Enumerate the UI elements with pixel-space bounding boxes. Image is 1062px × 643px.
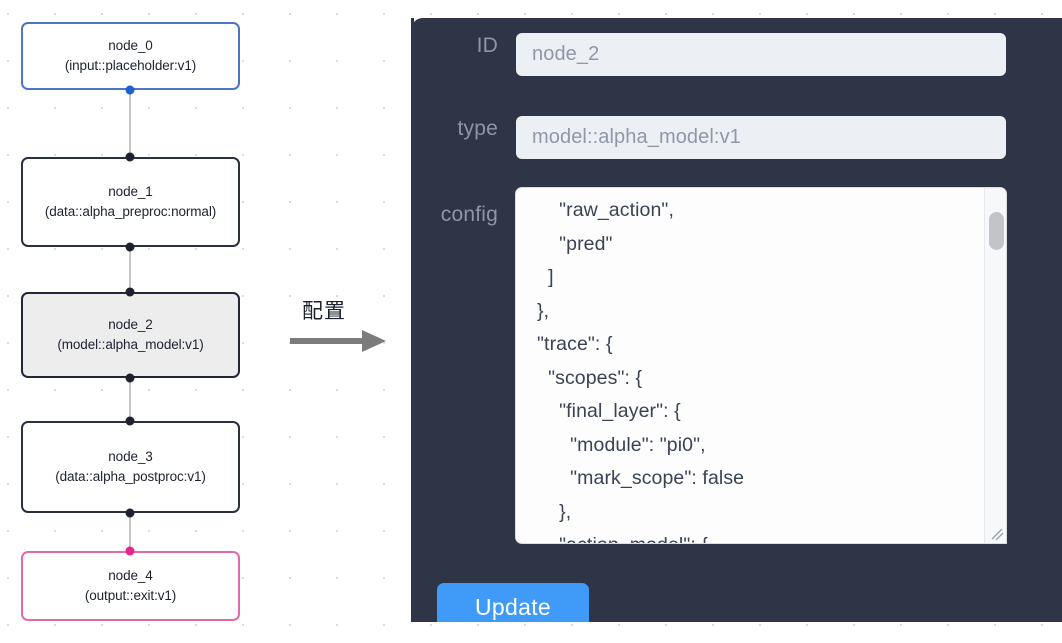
graph-node-label: node_0 (input::placeholder:v1) [64, 38, 197, 73]
type-field-label: type [457, 117, 498, 140]
update-button[interactable]: Update [437, 583, 589, 622]
field-row-config: config "raw_action", "pred" ] }, "trace"… [416, 188, 1006, 543]
graph-node-label: node_3 (data::alpha_postproc:v1) [55, 449, 206, 484]
right-arrow-icon [290, 330, 386, 352]
graph-node-node_2[interactable]: node_2 (model::alpha_model:v1) [21, 292, 240, 378]
id-field-label: ID [476, 34, 498, 57]
field-row-id: ID node_2 [416, 33, 1006, 76]
port-dot-node_3-in[interactable] [125, 416, 135, 426]
annotation-label: 配置 [302, 299, 346, 323]
panel-left-edge [411, 18, 414, 622]
resize-grip-icon[interactable] [989, 526, 1005, 542]
edge-node0-node1 [129, 90, 131, 162]
graph-node-label: node_2 (model::alpha_model:v1) [57, 317, 204, 352]
config-textarea-wrapper: "raw_action", "pred" ] }, "trace": { "sc… [516, 188, 1006, 543]
port-dot-node_0-out[interactable] [125, 85, 135, 95]
port-dot-node_1-in[interactable] [125, 152, 135, 162]
id-input[interactable]: node_2 [516, 33, 1006, 76]
edge-node3-node4 [129, 513, 131, 551]
graph-node-node_3[interactable]: node_3 (data::alpha_postproc:v1) [21, 421, 240, 513]
type-input[interactable]: model::alpha_model:v1 [516, 116, 1006, 159]
port-dot-node_4-in[interactable] [125, 546, 135, 556]
edge-node1-node2 [129, 247, 131, 293]
port-dot-node_2-out[interactable] [125, 373, 135, 383]
port-dot-node_1-out[interactable] [125, 242, 135, 252]
graph-node-node_4[interactable]: node_4 (output::exit:v1) [21, 551, 240, 621]
port-dot-node_2-in[interactable] [125, 287, 135, 297]
config-textarea[interactable]: "raw_action", "pred" ] }, "trace": { "sc… [537, 199, 745, 543]
pipeline-graph[interactable]: node_0 (input::placeholder:v1) node_1 (d… [0, 0, 400, 643]
graph-node-label: node_1 (data::alpha_preproc:normal) [44, 184, 217, 219]
node-config-panel: ID node_2 type model::alpha_model:v1 con… [411, 18, 1062, 622]
edge-node2-node3 [129, 378, 131, 421]
graph-node-label: node_4 (output::exit:v1) [84, 568, 177, 603]
config-field-label: config [440, 203, 498, 226]
config-scrollbar-track[interactable] [984, 188, 1006, 543]
port-dot-node_3-out[interactable] [125, 508, 135, 518]
config-annotation: 配置 [290, 298, 400, 354]
graph-node-node_1[interactable]: node_1 (data::alpha_preproc:normal) [21, 157, 240, 247]
config-scrollbar-thumb[interactable] [989, 212, 1004, 250]
field-row-type: type model::alpha_model:v1 [416, 116, 1006, 159]
graph-node-node_0[interactable]: node_0 (input::placeholder:v1) [21, 22, 240, 90]
